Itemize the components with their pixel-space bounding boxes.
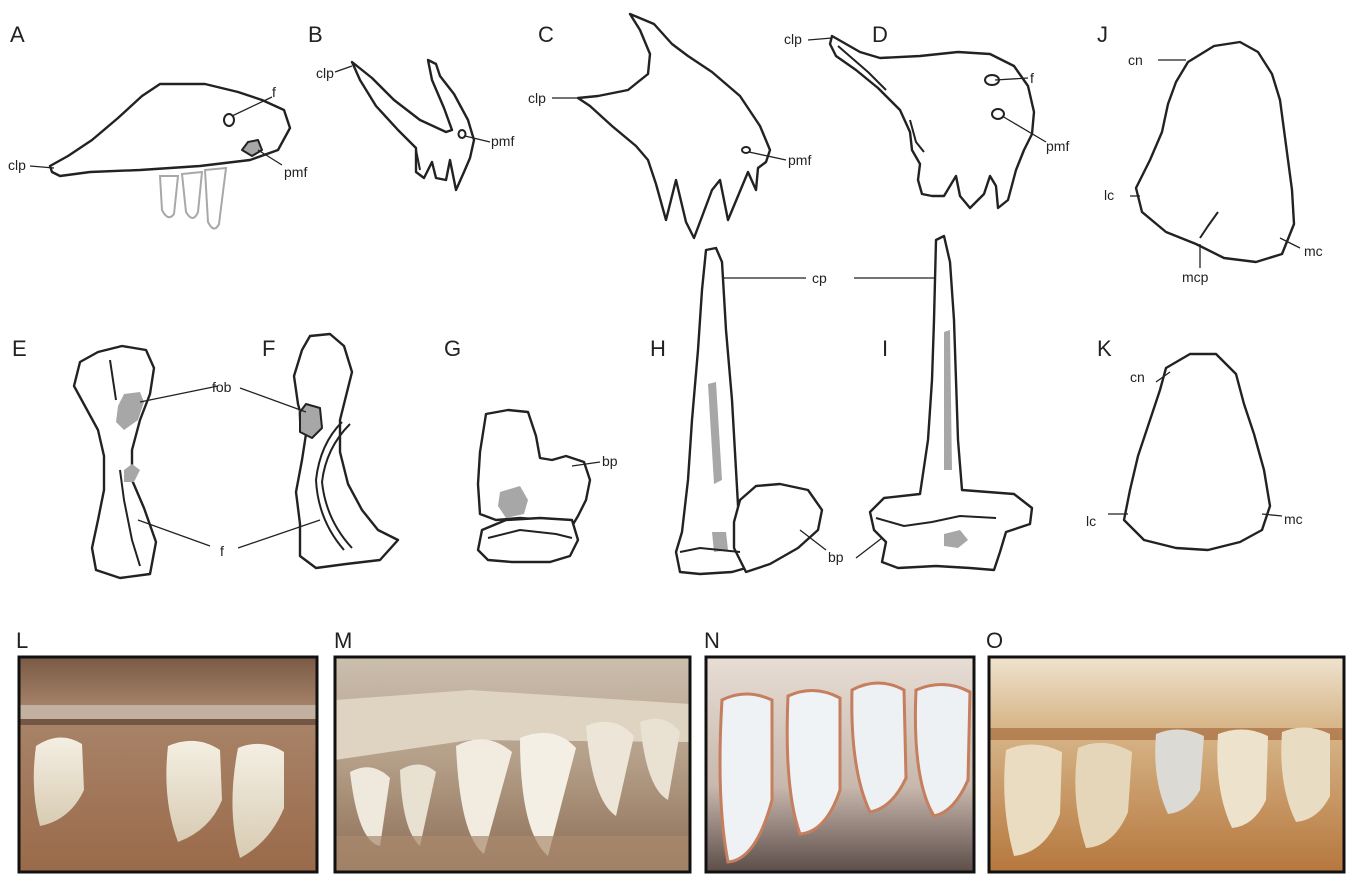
label-c-pmf: pmf — [788, 152, 811, 168]
panel-letter-k: K — [1097, 336, 1112, 361]
panel-letter-d: D — [872, 22, 888, 47]
photo-n-teeth — [706, 657, 974, 872]
panel-letter-c: C — [538, 22, 554, 47]
photo-o-teeth — [989, 657, 1344, 872]
label-j-lc: lc — [1104, 187, 1114, 203]
photo-m-teeth — [335, 657, 690, 872]
label-b-pmf: pmf — [491, 133, 514, 149]
label-d-clp: clp — [784, 31, 802, 47]
panel-letter-j: J — [1097, 22, 1108, 47]
label-j-mcp: mcp — [1182, 269, 1209, 285]
panel-letter-g: G — [444, 336, 461, 361]
panel-letter-m: M — [334, 628, 352, 653]
panel-letter-h: H — [650, 336, 666, 361]
photo-l-teeth — [19, 657, 317, 872]
panel-f-bone — [238, 334, 398, 568]
label-a-clp: clp — [8, 157, 26, 173]
panel-i-vertebra — [870, 236, 1032, 570]
label-j-cn: cn — [1128, 52, 1143, 68]
panel-letter-l: L — [16, 628, 28, 653]
pointer-i-bp — [856, 538, 882, 558]
label-k-lc: lc — [1086, 513, 1096, 529]
label-g-bp: bp — [602, 453, 618, 469]
panel-d-premaxilla — [808, 36, 1046, 208]
label-ef-fob: fob — [212, 379, 232, 395]
panel-letter-o: O — [986, 628, 1003, 653]
panel-letter-f: F — [262, 336, 275, 361]
panel-h-vertebra — [676, 248, 822, 574]
label-d-f: f — [1030, 70, 1034, 86]
label-a-f: f — [272, 84, 276, 100]
panel-letter-a: A — [10, 22, 25, 47]
label-c-clp: clp — [528, 90, 546, 106]
panel-j-condyle — [1130, 42, 1300, 268]
label-ef-f: f — [220, 543, 224, 559]
label-k-mc: mc — [1284, 511, 1303, 527]
panel-letter-n: N — [704, 628, 720, 653]
panel-letter-i: I — [882, 336, 888, 361]
panel-c-premaxilla — [552, 14, 786, 238]
label-hi-cp: cp — [812, 270, 827, 286]
panel-a-premaxilla — [30, 84, 290, 229]
label-b-clp: clp — [316, 65, 334, 81]
panel-e-bone — [74, 346, 218, 578]
label-hi-bp: bp — [828, 549, 844, 565]
label-j-mc: mc — [1304, 243, 1323, 259]
label-k-cn: cn — [1130, 369, 1145, 385]
panel-letter-b: B — [308, 22, 323, 47]
panel-g-vertebra — [478, 410, 600, 562]
label-a-pmf: pmf — [284, 164, 307, 180]
panel-b-premaxilla — [335, 60, 490, 190]
panel-letter-e: E — [12, 336, 27, 361]
label-d-pmf: pmf — [1046, 138, 1069, 154]
